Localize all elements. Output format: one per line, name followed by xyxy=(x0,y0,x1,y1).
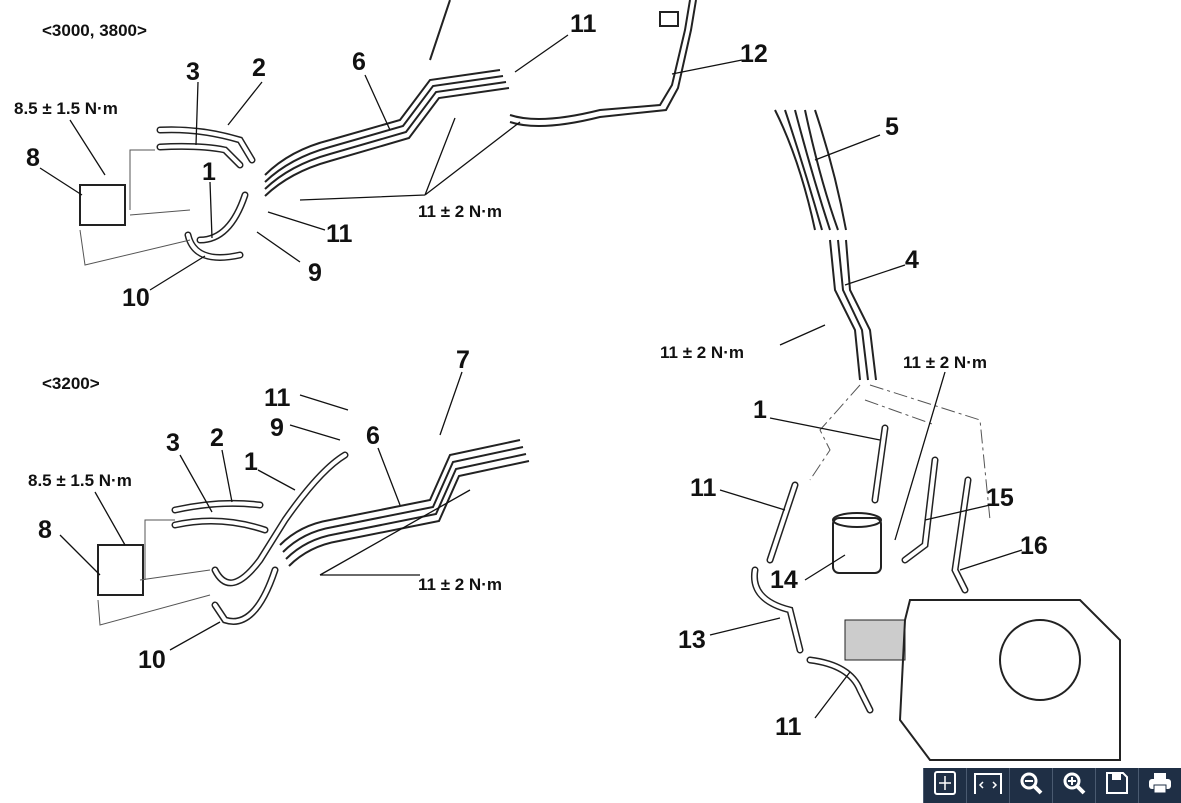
callout: 2 xyxy=(210,424,224,452)
top-callouts: 3 2 6 11 12 8.5 ± 1.5 N·m 8 1 11 9 10 11… xyxy=(14,10,768,312)
callout: 5 xyxy=(885,113,899,141)
torque-label: 11 ± 2 N·m xyxy=(903,353,987,372)
callout: 13 xyxy=(678,626,706,654)
callout: 9 xyxy=(308,259,322,287)
torque-label: 8.5 ± 1.5 N·m xyxy=(14,99,118,118)
zoom-out-icon xyxy=(1019,771,1043,800)
callout: 16 xyxy=(1020,532,1048,560)
right-assembly xyxy=(709,109,1121,761)
callout: 10 xyxy=(138,646,166,674)
callout: 12 xyxy=(740,40,768,68)
callout: 1 xyxy=(244,448,258,476)
callout: 9 xyxy=(270,414,284,442)
torque-label: 8.5 ± 1.5 N·m xyxy=(28,471,132,490)
print-icon xyxy=(1148,772,1172,799)
callout: 11 xyxy=(264,384,291,412)
fit-width-button[interactable] xyxy=(966,768,1009,803)
callout: 15 xyxy=(986,484,1014,512)
print-button[interactable] xyxy=(1138,768,1181,803)
callout: 3 xyxy=(186,58,200,86)
torque-label: 11 ± 2 N·m xyxy=(660,343,744,362)
callout: 8 xyxy=(38,516,52,544)
callout: 6 xyxy=(366,422,380,450)
fit-to-page-icon xyxy=(934,771,956,800)
callout: 11 xyxy=(326,220,353,248)
zoom-in-icon xyxy=(1062,771,1086,800)
callout: 6 xyxy=(352,48,366,76)
callout: 11 xyxy=(775,713,802,741)
variant-header: <3000, 3800> xyxy=(42,21,147,40)
fit-to-page-button[interactable] xyxy=(923,768,966,803)
callout: 7 xyxy=(456,346,470,374)
callout: 3 xyxy=(166,429,180,457)
callout: 1 xyxy=(753,396,767,424)
variant-header: <3200> xyxy=(42,374,100,393)
callout: 11 xyxy=(570,10,597,38)
callout: 1 xyxy=(202,158,216,186)
fit-width-icon xyxy=(973,771,1003,800)
right-callouts: 5 4 11 ± 2 N·m 11 ± 2 N·m 1 11 15 16 14 … xyxy=(660,113,1048,741)
top-assembly xyxy=(39,0,743,291)
bottom-assembly xyxy=(59,371,530,651)
callout: 11 xyxy=(690,474,717,502)
callout: 14 xyxy=(770,566,798,594)
zoom-out-button[interactable] xyxy=(1009,768,1052,803)
zoom-in-button[interactable] xyxy=(1052,768,1095,803)
torque-label: 11 ± 2 N·m xyxy=(418,202,502,221)
torque-label: 11 ± 2 N·m xyxy=(418,575,502,594)
callout: 10 xyxy=(122,284,150,312)
bottom-callouts: 7 11 9 6 3 2 1 8.5 ± 1.5 N·m 8 11 ± 2 N·… xyxy=(28,346,502,674)
save-button[interactable] xyxy=(1095,768,1138,803)
callout: 8 xyxy=(26,144,40,172)
callout: 2 xyxy=(252,54,266,82)
save-icon xyxy=(1106,772,1128,799)
viewer-toolbar xyxy=(923,768,1181,803)
callout: 4 xyxy=(905,246,919,274)
